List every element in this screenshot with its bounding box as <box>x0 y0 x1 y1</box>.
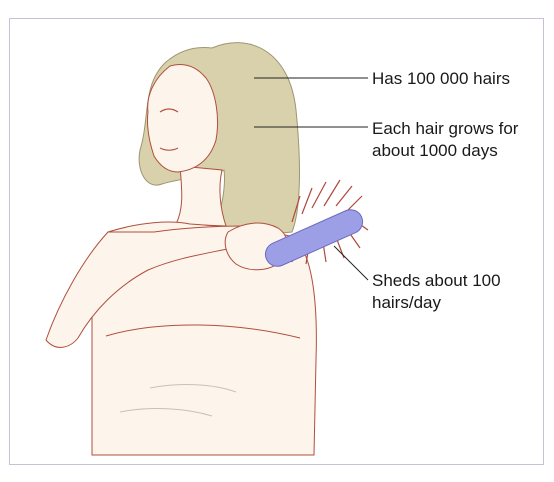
face-illustration <box>147 65 217 173</box>
leader-line-shedding <box>334 246 368 280</box>
hair-growth-callout: Each hair grows for about 1000 days <box>372 118 522 162</box>
shedding-callout: Sheds about 100 hairs/day <box>372 270 522 314</box>
neck-illustration <box>176 166 226 226</box>
hair-count-callout: Has 100 000 hairs <box>372 68 510 90</box>
